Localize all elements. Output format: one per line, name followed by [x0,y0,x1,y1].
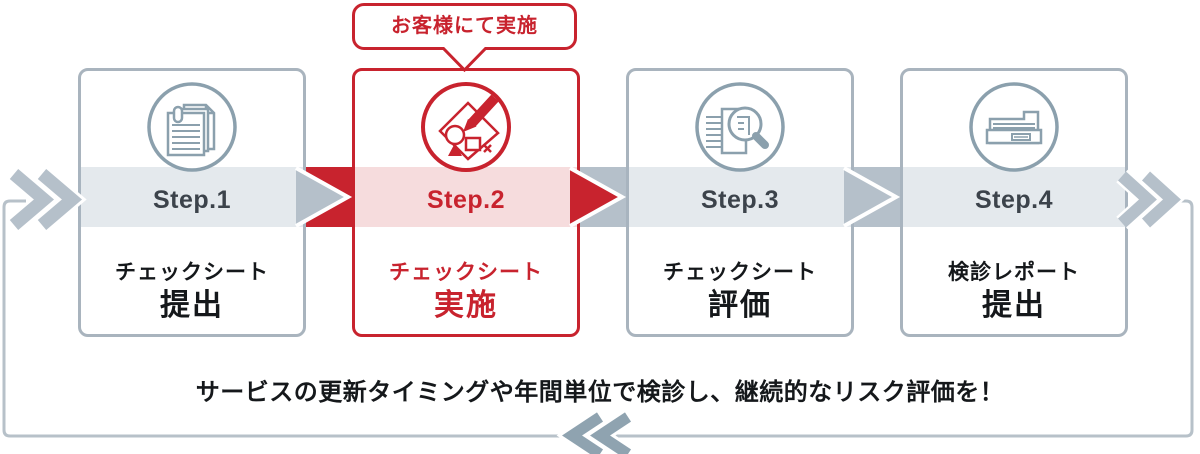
pencil-shapes-icon [421,82,511,172]
callout-tail-icon [440,47,489,73]
documents-icon [147,82,237,172]
magnifier-document-icon [695,82,785,172]
step2-label: Step.2 [426,186,506,214]
step2-line2: 実施 [434,289,498,322]
connector-step2-step3 [580,167,626,227]
step3-line2: 評価 [708,289,772,322]
flow-start-chevrons-icon [7,166,87,233]
step1-label: Step.1 [152,186,232,214]
connector-step1-step2 [306,167,352,227]
step-card-3: Step.3 チェックシート 評価 [626,68,854,337]
loop-back-chevrons-icon [556,409,633,454]
step1-line2: 提出 [160,289,224,322]
step3-label: Step.3 [700,186,780,214]
step-card-4: Step.4 検診レポート 提出 [900,68,1128,337]
flow-end-chevrons-icon [1116,169,1185,230]
folder-icon [969,82,1059,172]
step4-label: Step.4 [974,186,1054,214]
step-card-1: Step.1 チェックシート 提出 [78,68,306,337]
footer-note: サービスの更新タイミングや年間単位で検診し、継続的なリスク評価を！ [195,379,1005,406]
connector-step3-step4 [854,167,900,227]
callout-bubble: お客様にて実施 [352,3,577,50]
step-card-2: Step.2 チェックシート 実施 [352,68,580,337]
step4-line2: 提出 [982,289,1046,322]
